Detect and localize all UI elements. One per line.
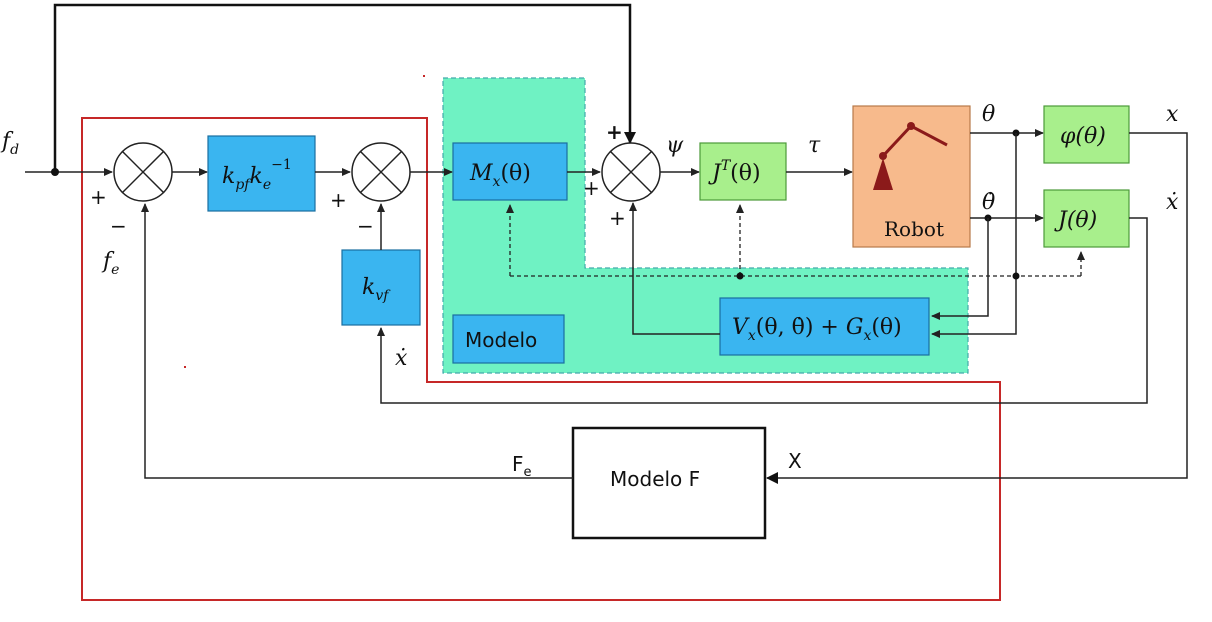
wire-fe-to-s1 (141, 203, 573, 479)
kpf-ke-block: kpfke−1 (207, 135, 316, 212)
svg-text:Vx(θ, θ̇) + Gx(θ): Vx(θ, θ̇) + Gx(θ) (732, 315, 902, 344)
s3-left-plus: + (583, 176, 600, 200)
robot-arm-icon (873, 122, 948, 190)
svg-text:kpfke−1: kpfke−1 (222, 157, 292, 193)
modelo-f-block: Modelo F (571, 426, 767, 540)
wire-thetadot-to-vx (931, 218, 989, 320)
svg-text:Modelo: Modelo (465, 328, 537, 352)
wire-xdot-to-kvf (377, 217, 1148, 404)
s1-minus: − (110, 214, 127, 238)
svg-text:Modelo F: Modelo F (610, 467, 700, 491)
label-x: x (1166, 102, 1179, 127)
label-fe: fe (101, 249, 119, 278)
jt-block: JT(θ) (699, 142, 787, 201)
fd-feedforward-wire (53, 3, 636, 172)
junction-fd (51, 168, 59, 176)
speck (184, 366, 186, 368)
s3-bottom-plus: + (609, 206, 626, 230)
label-x-dot-feedback: ẋ (395, 346, 408, 371)
j-block: J(θ) (1043, 189, 1130, 248)
vx-gx-block: Vx(θ, θ̇) + Gx(θ) (719, 297, 930, 356)
svg-text:Mx(θ): Mx(θ) (469, 161, 531, 190)
label-x-dot: ẋ (1166, 190, 1179, 215)
label-tau: τ (808, 133, 821, 158)
wire-vx-to-s3 (629, 202, 720, 335)
label-theta: θ (982, 102, 995, 127)
kvf-block: kvf (341, 249, 421, 326)
label-theta-dot: θ̇ (982, 190, 995, 215)
speck (423, 75, 425, 77)
wire-theta-to-vx (931, 133, 1017, 338)
junction-dash-theta (1012, 272, 1020, 280)
s2-plus: + (330, 188, 347, 212)
svg-text:JT(θ): JT(θ) (708, 158, 761, 186)
label-fd: fd (0, 129, 19, 158)
svg-text:kvf: kvf (362, 275, 391, 304)
svg-text:J(θ): J(θ) (1054, 208, 1097, 233)
s3-top-plus: + (606, 120, 623, 144)
modelo-label-block: Modelo (452, 314, 565, 364)
red-frame (81, 117, 1001, 601)
mx-block: Mx(θ) (452, 142, 568, 201)
wire-x-to-modelo-f (766, 132, 1188, 484)
summing-junction-2 (351, 142, 411, 202)
summing-junction-3 (601, 142, 661, 202)
robot-block: Robot (852, 105, 971, 248)
s2-minus: − (357, 214, 374, 238)
label-psi: ψ (666, 133, 684, 158)
label-X: X (788, 449, 802, 473)
phi-block: φ(θ) (1043, 105, 1130, 164)
s1-plus: + (90, 185, 107, 209)
svg-text:Robot: Robot (884, 217, 944, 241)
svg-text:φ(θ): φ(θ) (1060, 124, 1106, 149)
junction-dash (736, 272, 744, 280)
summing-junction-1 (113, 142, 173, 202)
label-Fe: Fe (512, 452, 532, 480)
